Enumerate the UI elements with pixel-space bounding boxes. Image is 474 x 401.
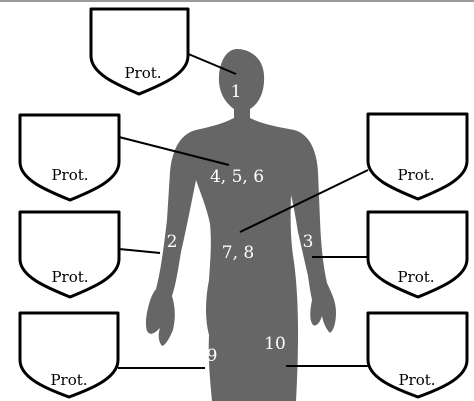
zone-labels: 1 4, 5, 6 7, 8 2 3 9 10 [167,82,314,366]
shield-chest-label: Prot. [51,166,88,184]
shield-left-arm[interactable]: Prot. [366,210,469,299]
leader-head [185,52,237,75]
shield-right-leg[interactable]: Prot. [18,311,120,399]
leader-right-arm [118,248,161,254]
shield-right-arm-label: Prot. [51,268,88,286]
shield-left-arm-label: Prot. [397,268,434,286]
zone-right-leg-label: 9 [207,346,218,366]
shield-right-arm[interactable]: Prot. [18,210,121,299]
leader-lines [118,52,370,369]
leader-chest [118,136,230,166]
shield-chest[interactable]: Prot. [18,113,121,202]
shield-abdomen[interactable]: Prot. [366,112,469,201]
body-silhouette [145,49,336,401]
zone-left-arm-label: 3 [303,232,314,252]
zone-abdomen-label: 7, 8 [222,243,254,263]
shield-head-label: Prot. [124,64,161,82]
leader-abdomen [239,169,369,233]
shield-left-leg-label: Prot. [398,371,435,389]
shield-right-leg-label: Prot. [50,371,87,389]
shield-left-leg[interactable]: Prot. [366,311,469,399]
zone-right-arm-label: 2 [167,232,178,252]
top-divider [0,0,474,2]
shield-head[interactable]: Prot. [89,7,190,96]
zone-head-label: 1 [231,82,242,102]
zone-chest-label: 4, 5, 6 [210,167,264,187]
shield-abdomen-label: Prot. [397,166,434,184]
zone-left-leg-label: 10 [264,334,286,354]
